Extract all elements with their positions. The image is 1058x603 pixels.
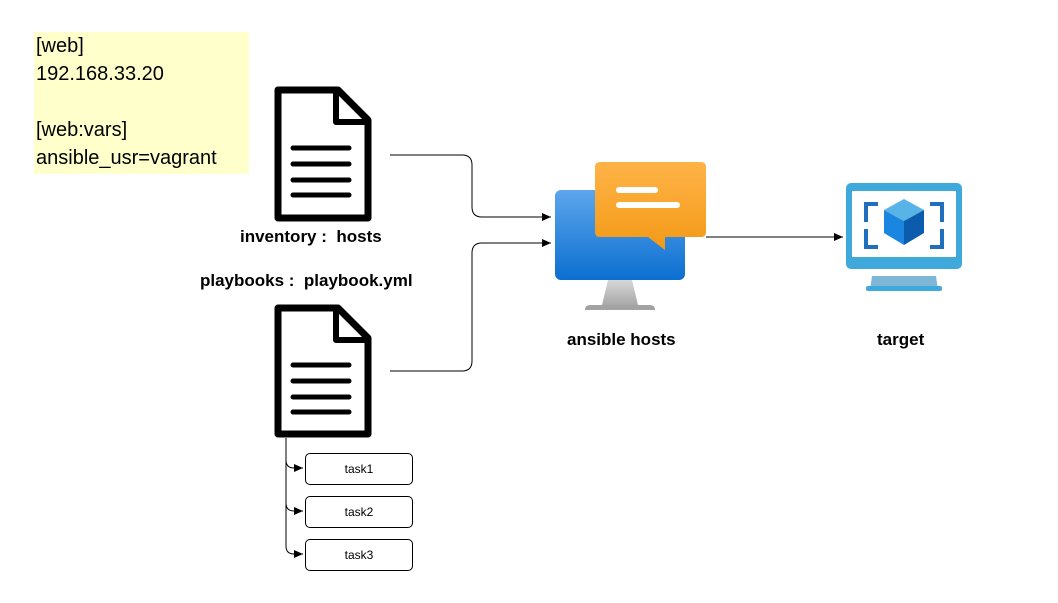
inventory-document-icon <box>274 86 372 222</box>
task-connectors <box>285 438 303 558</box>
inventory-connector <box>390 154 551 221</box>
ansible-hosts-label: ansible hosts <box>567 330 676 349</box>
task-box-3: task3 <box>305 539 413 571</box>
note-line: [web] <box>36 35 84 57</box>
inventory-note: [web] 192.168.33.20 [web:vars] ansible_u… <box>34 32 249 174</box>
task-box-2: task2 <box>305 496 413 528</box>
monitor-chat-icon <box>555 162 706 310</box>
playbooks-label: playbooks : playbook.yml <box>200 271 413 290</box>
task-box-1: task1 <box>305 453 413 485</box>
playbook-document-icon <box>274 304 372 438</box>
playbook-connector <box>390 239 551 372</box>
note-line: [web:vars] <box>36 119 128 141</box>
inventory-label: inventory : hosts <box>240 227 382 246</box>
target-label: target <box>877 330 925 349</box>
virtual-machine-icon <box>846 183 962 291</box>
note-line: 192.168.33.20 <box>36 63 164 85</box>
note-line: ansible_usr=vagrant <box>36 147 217 169</box>
